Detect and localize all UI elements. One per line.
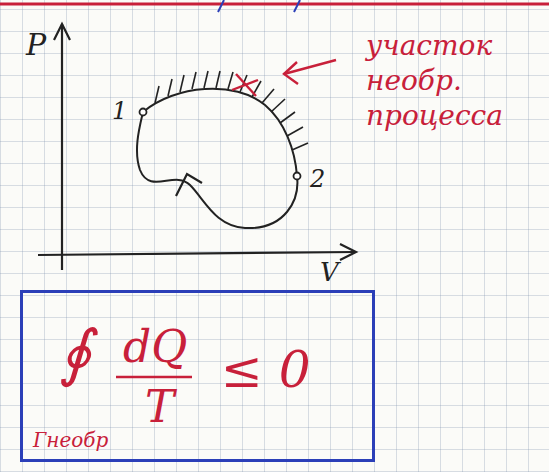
irreversible-path xyxy=(143,89,297,176)
point-label: 1 xyxy=(112,98,127,124)
direction-arrow xyxy=(176,174,202,196)
annotation: участок необр. процесса xyxy=(366,28,531,133)
v-axis xyxy=(38,252,356,255)
axis-arrow xyxy=(54,24,70,40)
axis-label: V xyxy=(320,258,339,287)
pen-mark xyxy=(294,0,300,12)
fraction-bar xyxy=(116,376,192,379)
state-point xyxy=(140,109,147,116)
formula-box: ∮ dQ T ≤ 0 Гнеобр xyxy=(20,290,375,462)
pen-mark xyxy=(218,0,224,12)
hatching xyxy=(155,71,308,150)
p-axis xyxy=(61,24,63,270)
return-path xyxy=(137,112,297,228)
red-pointer xyxy=(232,60,336,96)
state-point xyxy=(294,173,301,180)
integral-sign: ∮ xyxy=(59,319,91,387)
axis-arrow xyxy=(340,244,356,260)
margin-line xyxy=(0,3,549,6)
denominator: T xyxy=(145,383,174,431)
point-label: 2 xyxy=(310,166,325,192)
contour-subscript: Гнеобр xyxy=(33,429,108,451)
axis-label: P xyxy=(26,28,46,61)
inequality: ≤ 0 xyxy=(221,343,311,398)
numerator: dQ xyxy=(123,323,187,371)
